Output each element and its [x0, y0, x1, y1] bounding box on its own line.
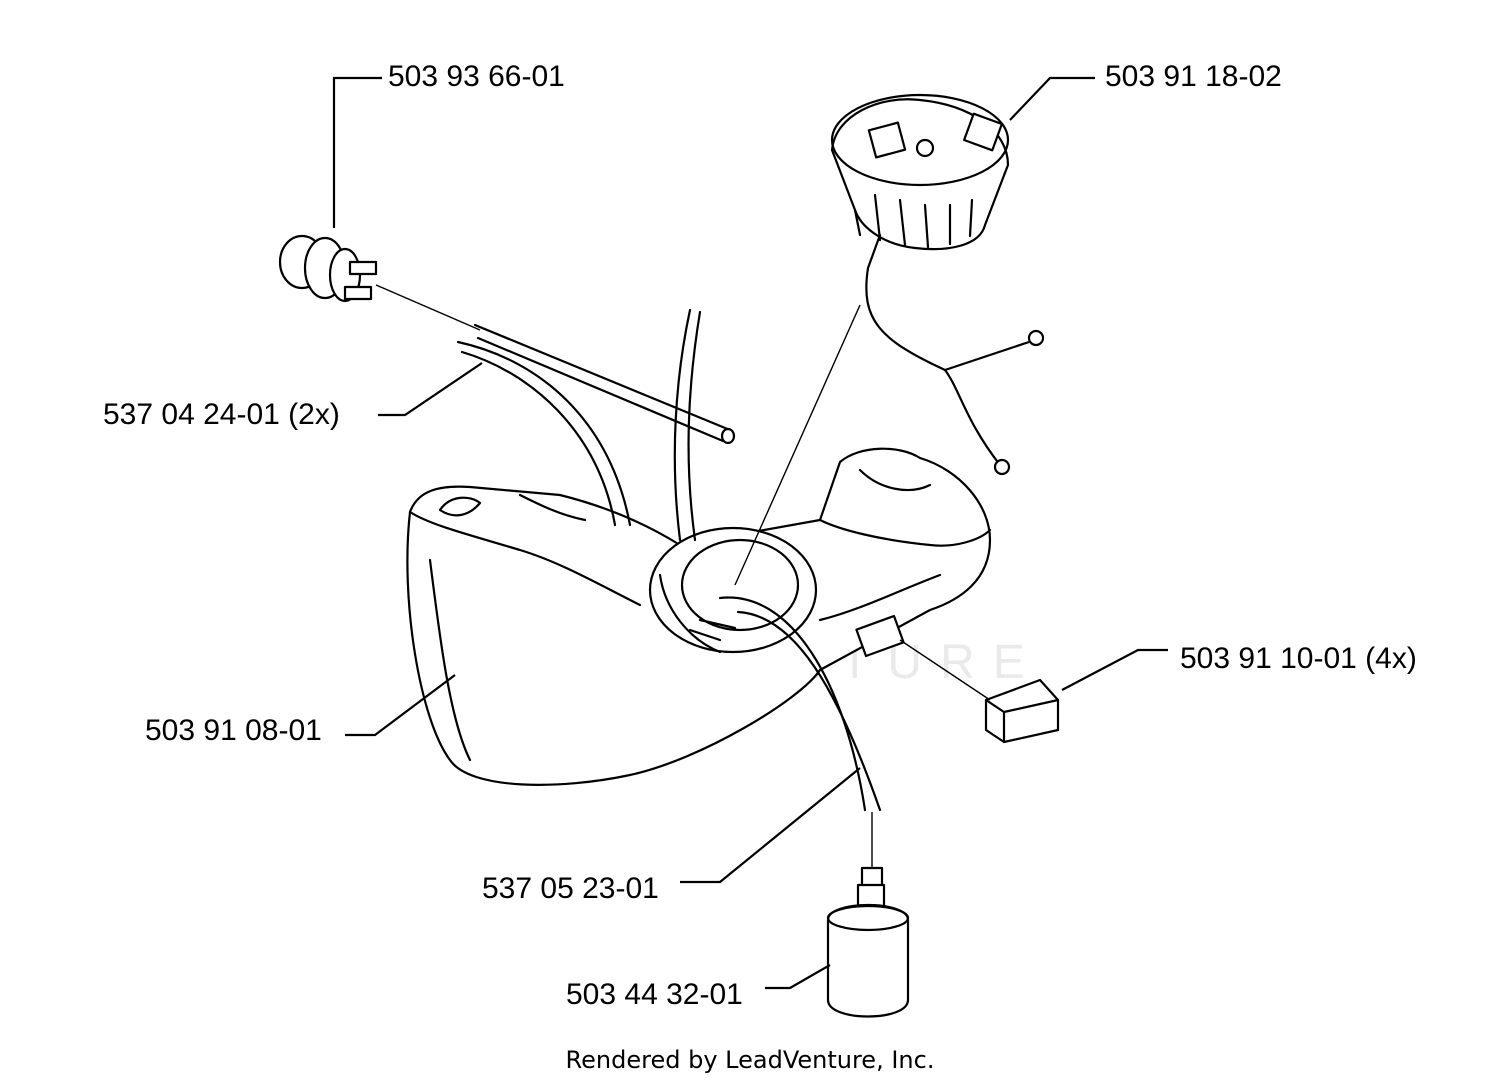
- rubber-mount-drawing: [899, 639, 1060, 744]
- footer-credit: Rendered by LeadVenture, Inc.: [566, 1046, 935, 1074]
- part-label-rubber-mount: 503 91 10-01 (4x): [1180, 642, 1417, 675]
- fuel-hose-pair-drawing: [456, 308, 736, 542]
- fuel-pickup-hose-drawing: [718, 596, 882, 868]
- part-label-fuel-pickup-hose: 537 05 23-01: [482, 872, 659, 905]
- part-label-fuel-filter: 503 44 32-01: [566, 978, 743, 1011]
- fuel-cap-drawing: [734, 93, 1045, 586]
- fuel-filter-drawing: [826, 866, 910, 1018]
- leader-lines: [332, 76, 1168, 990]
- fuel-tank-drawing: [406, 447, 992, 786]
- primer-bulb-drawing: [278, 234, 481, 331]
- part-label-fuel-hose-pair: 537 04 24-01 (2x): [103, 398, 340, 431]
- part-label-fuel-cap: 503 91 18-02: [1105, 60, 1282, 93]
- part-label-primer-bulb: 503 93 66-01: [388, 60, 565, 93]
- part-label-fuel-tank: 503 91 08-01: [145, 714, 322, 747]
